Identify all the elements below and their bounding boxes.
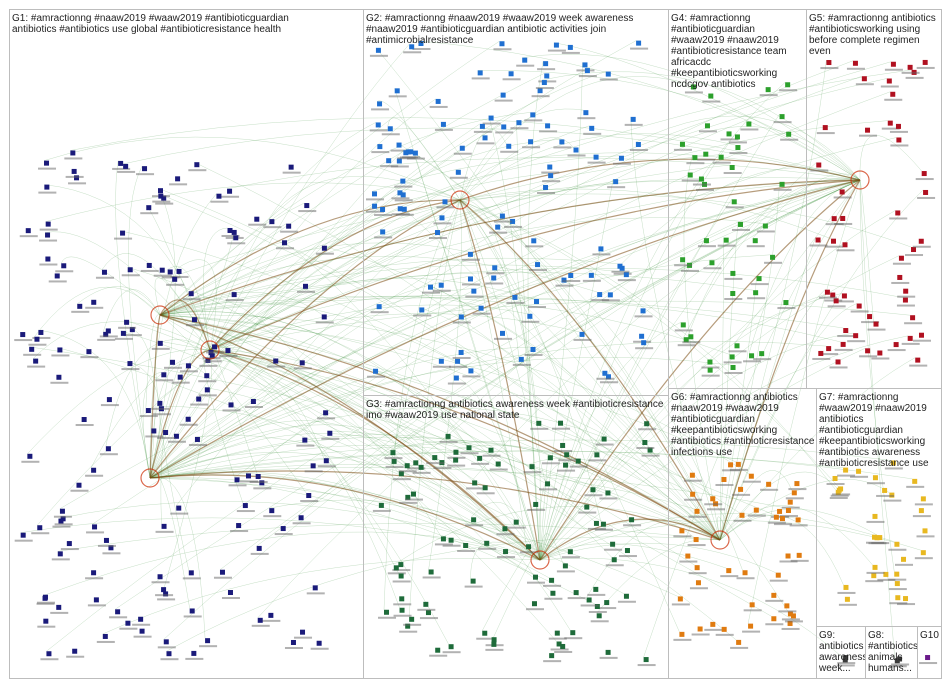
group-label-g4: G4: #amractionng #antibioticguardian #wa… bbox=[671, 13, 805, 90]
group-box-g5 bbox=[806, 9, 942, 389]
group-label-g7: G7: #amractionng #waaw2019 #naaw2019 ant… bbox=[819, 392, 940, 469]
group-label-g3: G3: #amractionng antibiotics awareness w… bbox=[366, 399, 666, 421]
group-label-g2: G2: #amractionng #naaw2019 #waaw2019 wee… bbox=[366, 13, 666, 46]
group-label-g9: G9: antibiotics awareness week... bbox=[819, 630, 865, 676]
group-box-g3 bbox=[363, 395, 669, 679]
group-label-g6: G6: #amractionng antibiotics #naaw2019 #… bbox=[671, 392, 815, 458]
group-label-g1: G1: #amractionng #naaw2019 #waaw2019 #an… bbox=[12, 13, 312, 35]
group-box-g1 bbox=[9, 9, 364, 679]
group-box-g2 bbox=[363, 9, 669, 396]
group-label-g5: G5: #amractionng antibiotics #antibiotic… bbox=[809, 13, 940, 57]
group-label-g8: G8: #antibiotics animals humans... bbox=[868, 630, 917, 676]
group-label-g10: G10 bbox=[920, 630, 942, 641]
